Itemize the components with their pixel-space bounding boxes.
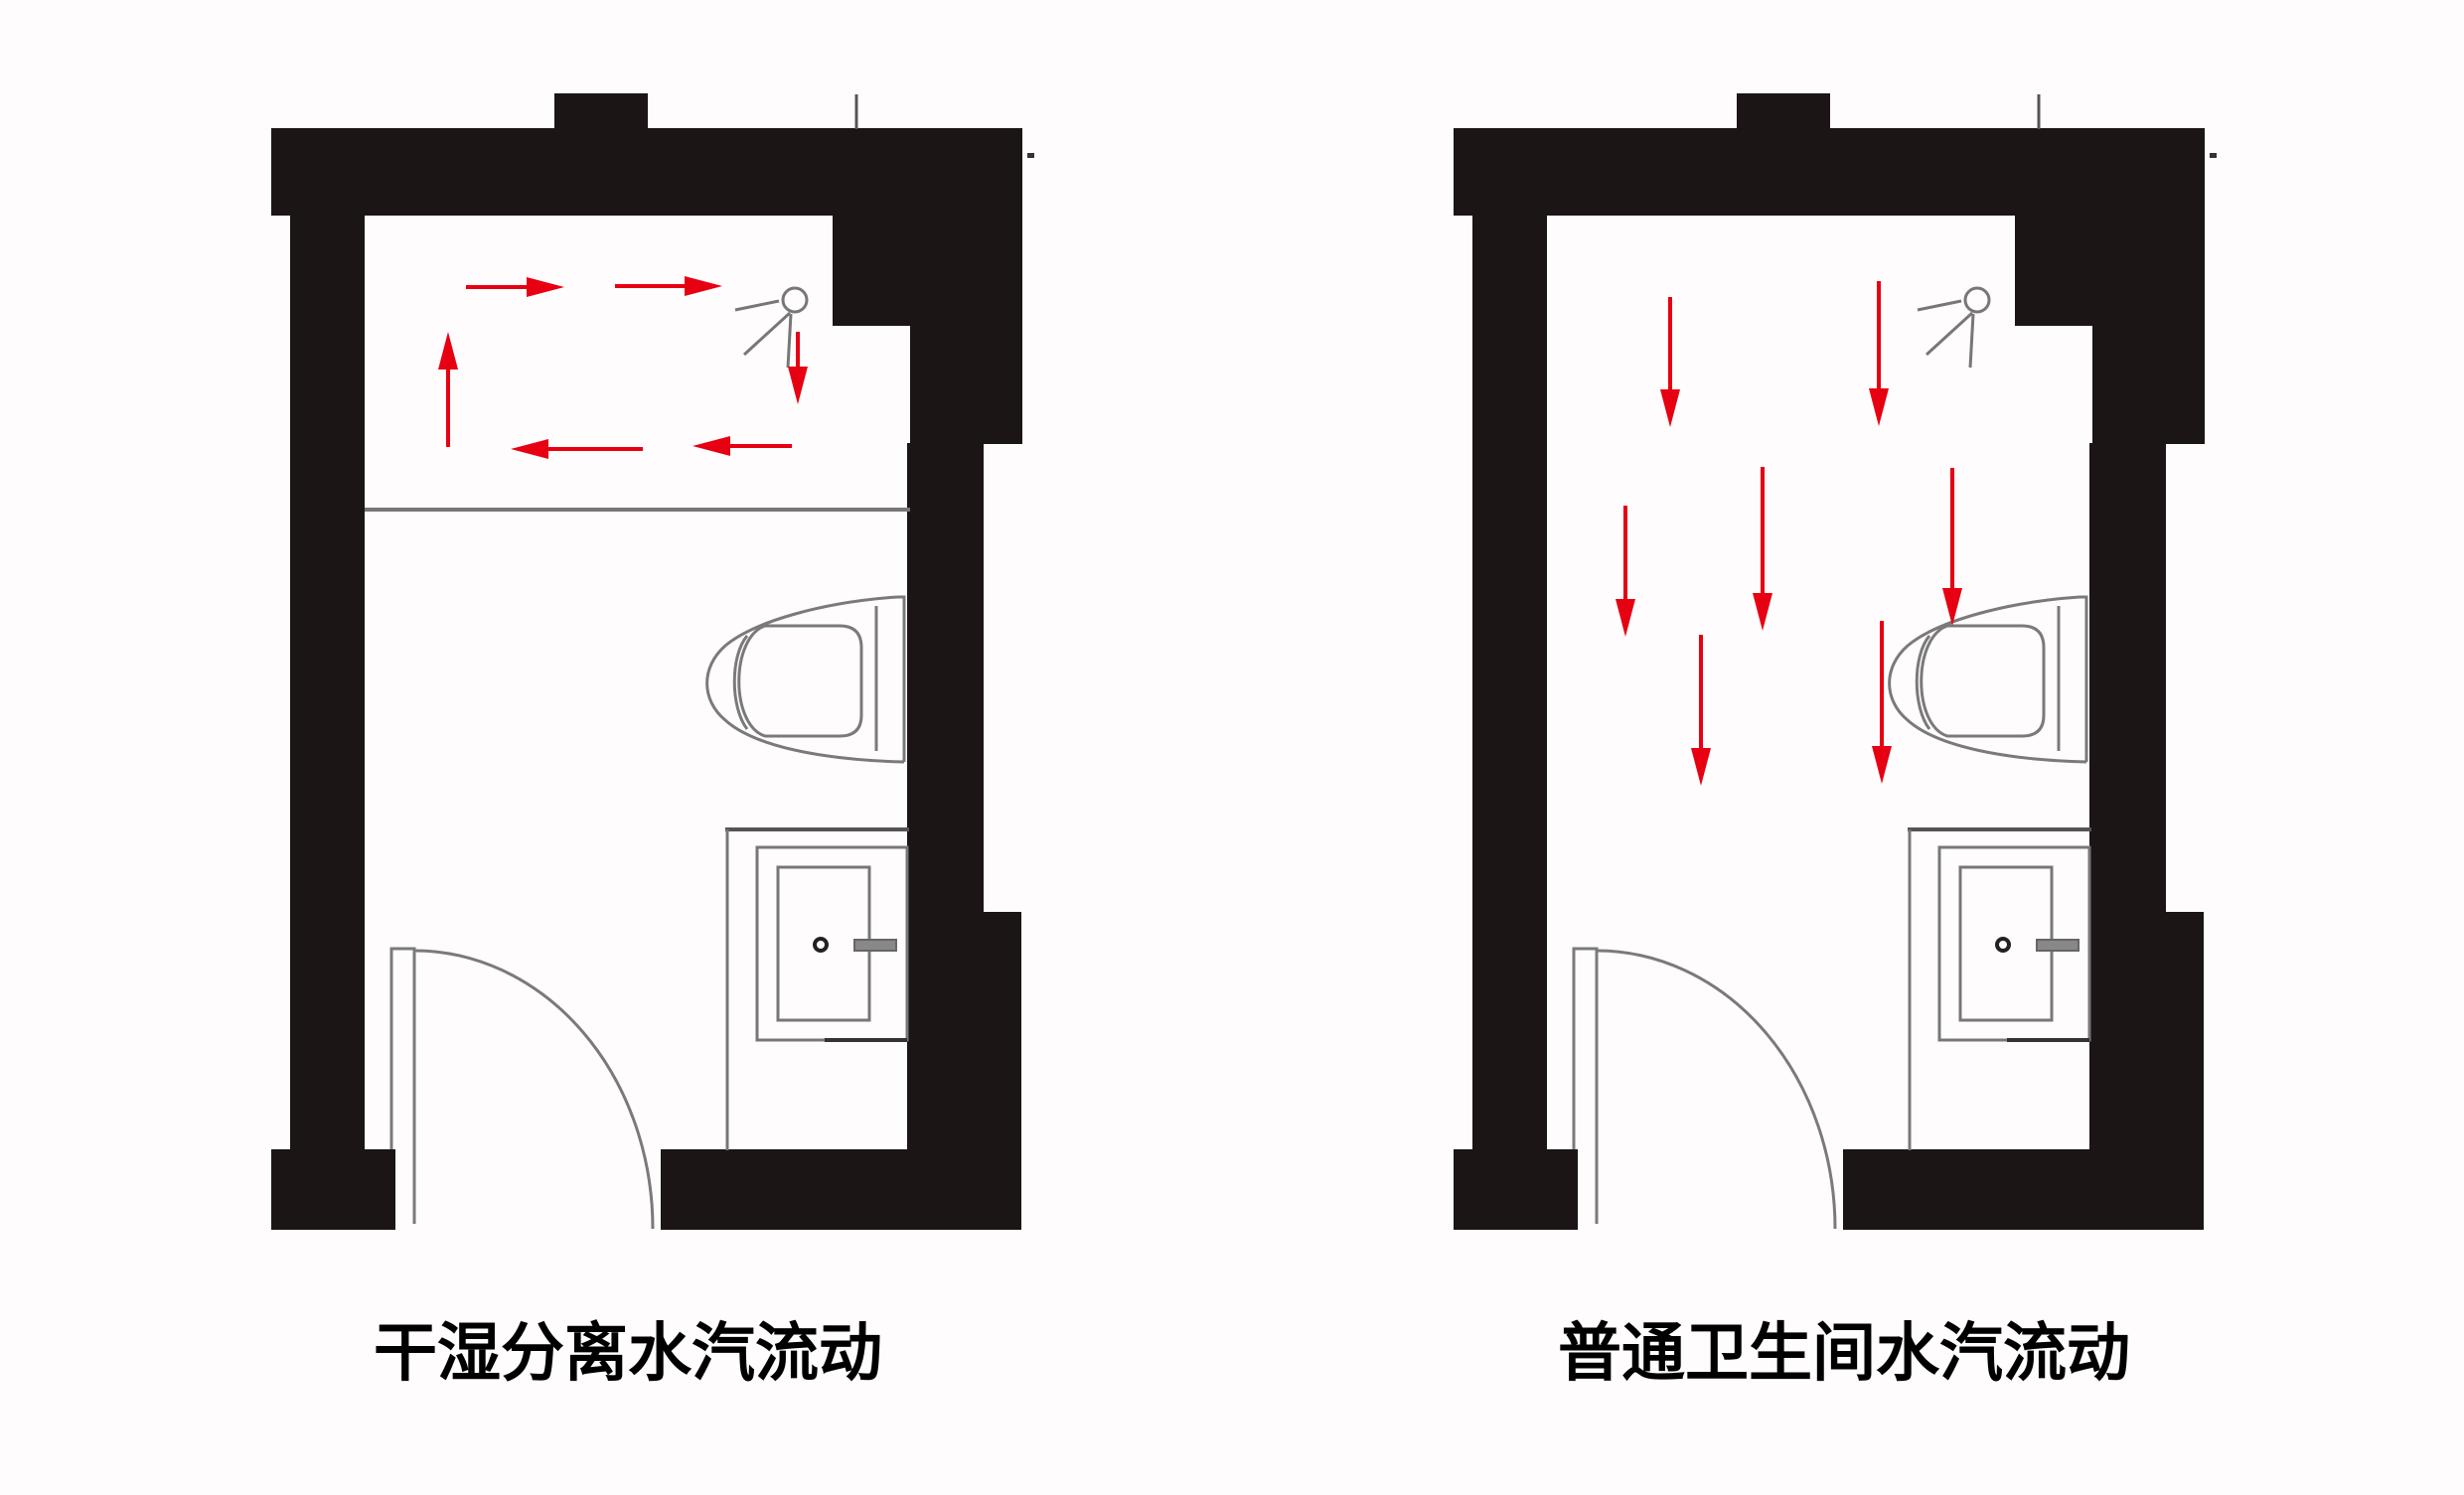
vapor-arrow-down: [1691, 635, 1711, 786]
vapor-arrow-down: [1942, 468, 1962, 626]
caption-dry-wet-separation: 干湿分离水汽流动: [374, 1317, 882, 1391]
bathroom-floor-plan: [269, 91, 1036, 1232]
vapor-arrow-left: [511, 439, 643, 459]
plan-ordinary-bathroom: [1452, 91, 2219, 1232]
arrow-head: [685, 276, 722, 296]
vapor-arrows: [438, 276, 808, 459]
vapor-arrow-right: [615, 276, 722, 296]
vapor-arrows: [1616, 281, 1962, 786]
bathroom-floor-plan: [1452, 91, 2219, 1232]
arrow-head: [527, 277, 564, 297]
vapor-arrow-down: [1753, 467, 1772, 631]
arrow-head: [1872, 746, 1892, 784]
vapor-arrow-right: [466, 277, 564, 297]
caption-ordinary-bathroom: 普通卫生间水汽流动: [1558, 1317, 2130, 1391]
vapor-arrow-left: [693, 436, 792, 456]
vapor-arrow-down: [788, 332, 808, 404]
arrow-head: [1660, 389, 1680, 427]
arrow-head: [788, 367, 808, 404]
arrow-head: [1691, 748, 1711, 786]
arrow-head: [438, 332, 458, 370]
arrow-head: [1753, 593, 1772, 631]
arrow-head: [1942, 588, 1962, 626]
vapor-arrow-down: [1869, 281, 1889, 426]
arrow-head: [511, 439, 548, 459]
arrow-head: [1869, 388, 1889, 426]
plan-dry-wet-separation: [269, 91, 1036, 1232]
vapor-arrow-down: [1872, 621, 1892, 784]
arrow-head: [1616, 599, 1635, 637]
vapor-arrow-down: [1616, 506, 1635, 637]
vapor-arrow-up: [438, 332, 458, 447]
vapor-arrow-down: [1660, 297, 1680, 427]
arrow-head: [693, 436, 730, 456]
